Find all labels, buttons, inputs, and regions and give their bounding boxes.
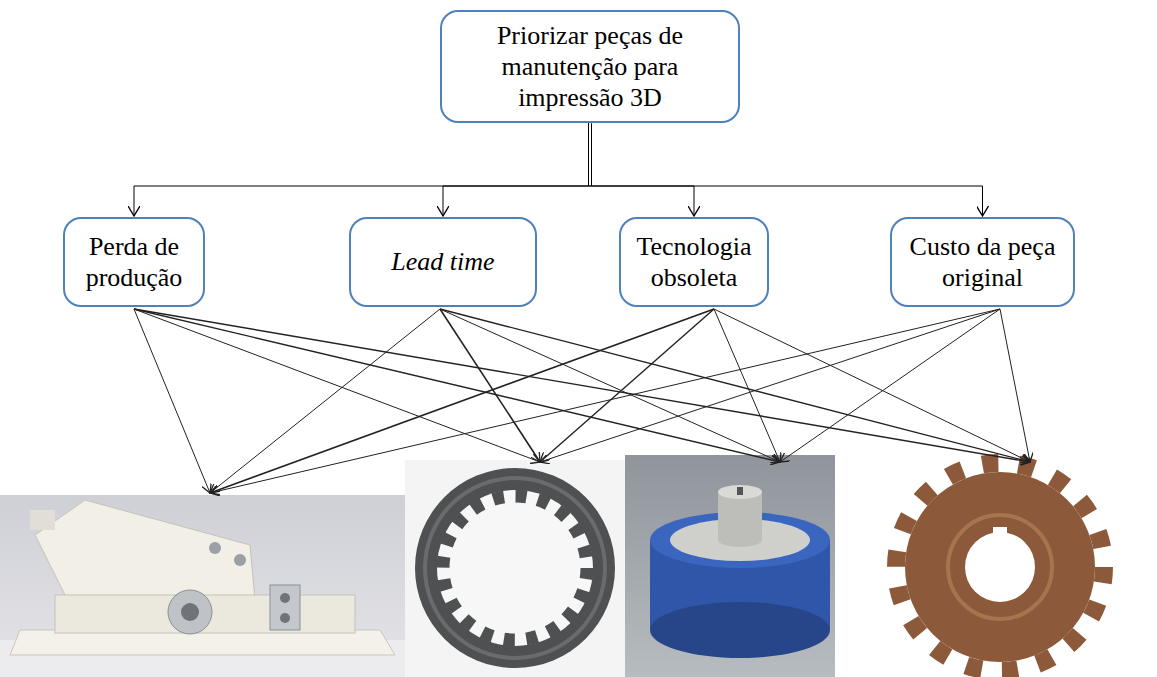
box-label: Perda de produção <box>75 231 193 293</box>
tree-connector <box>443 123 589 216</box>
wheel-photo <box>625 455 835 677</box>
spur-gear-photo <box>835 455 1157 677</box>
tree-connector <box>589 123 983 216</box>
tree-connector <box>134 123 589 216</box>
box-label: Tecnologia obsoleta <box>631 231 757 293</box>
criterion-box: Perda de produção <box>63 217 205 307</box>
box-label: Custo da peça original <box>902 231 1063 293</box>
tree-connector <box>589 123 695 216</box>
criterion-box: Lead time <box>349 217 537 307</box>
double-stem-line <box>591 123 592 186</box>
criterion-box: Custo da peça original <box>890 217 1075 307</box>
goal-box: Priorizar peças de manutenção para impre… <box>440 10 740 124</box>
ring-gear-photo <box>405 460 625 677</box>
leader-lines <box>134 309 1030 493</box>
bracket-photo <box>0 495 405 677</box>
box-label: Priorizar peças de manutenção para impre… <box>452 20 728 114</box>
box-label: Lead time <box>391 246 494 277</box>
criterion-box: Tecnologia obsoleta <box>619 217 769 307</box>
